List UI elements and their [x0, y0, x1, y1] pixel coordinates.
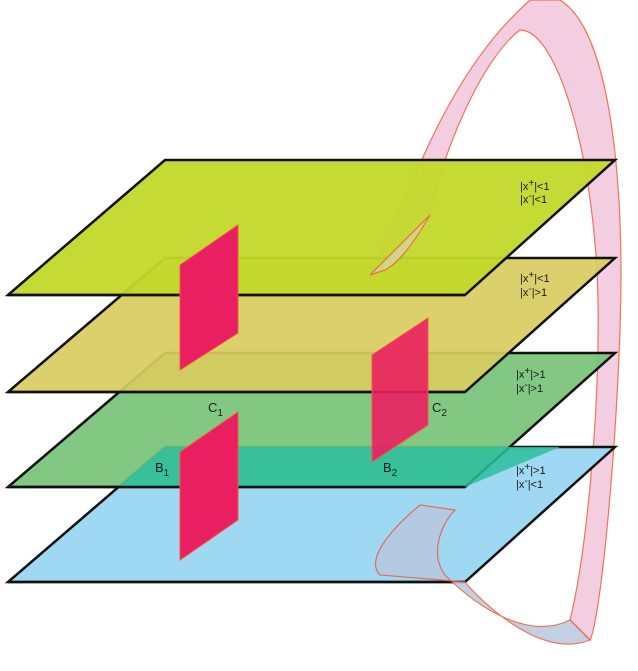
svg-text:|x+|>1: |x+|>1 — [516, 462, 546, 477]
svg-text:|x+|<1: |x+|<1 — [520, 270, 550, 285]
svg-text:|x-|<1: |x-|<1 — [520, 191, 547, 206]
cut-b1-plane — [179, 411, 239, 561]
sheet-1-label: |x+|<1 |x-|<1 — [520, 178, 550, 206]
sheet-3-label: |x+|>1 |x-|>1 — [516, 366, 546, 395]
svg-text:|x+|>1: |x+|>1 — [516, 366, 546, 381]
sheet-2-label: |x+|<1 |x-|>1 — [520, 270, 550, 299]
cut-c2-label: C2 — [432, 400, 447, 419]
svg-text:|x-|>1: |x-|>1 — [516, 380, 543, 395]
cut-b1-label: B1 — [155, 460, 170, 479]
cut-c2-plane — [371, 317, 429, 463]
svg-text:|x+|<1: |x+|<1 — [520, 178, 550, 193]
svg-text:|x-|>1: |x-|>1 — [520, 284, 547, 299]
cut-b2-label: B2 — [383, 460, 398, 479]
cut-c1-label: C1 — [208, 400, 223, 419]
loop-band-front — [369, 214, 431, 276]
cut-c1-plane — [179, 224, 239, 371]
svg-text:|x-|<1: |x-|<1 — [516, 476, 543, 491]
loop-band-bottom — [374, 504, 592, 645]
sheet-4-label: |x+|>1 |x-|<1 — [516, 462, 546, 491]
